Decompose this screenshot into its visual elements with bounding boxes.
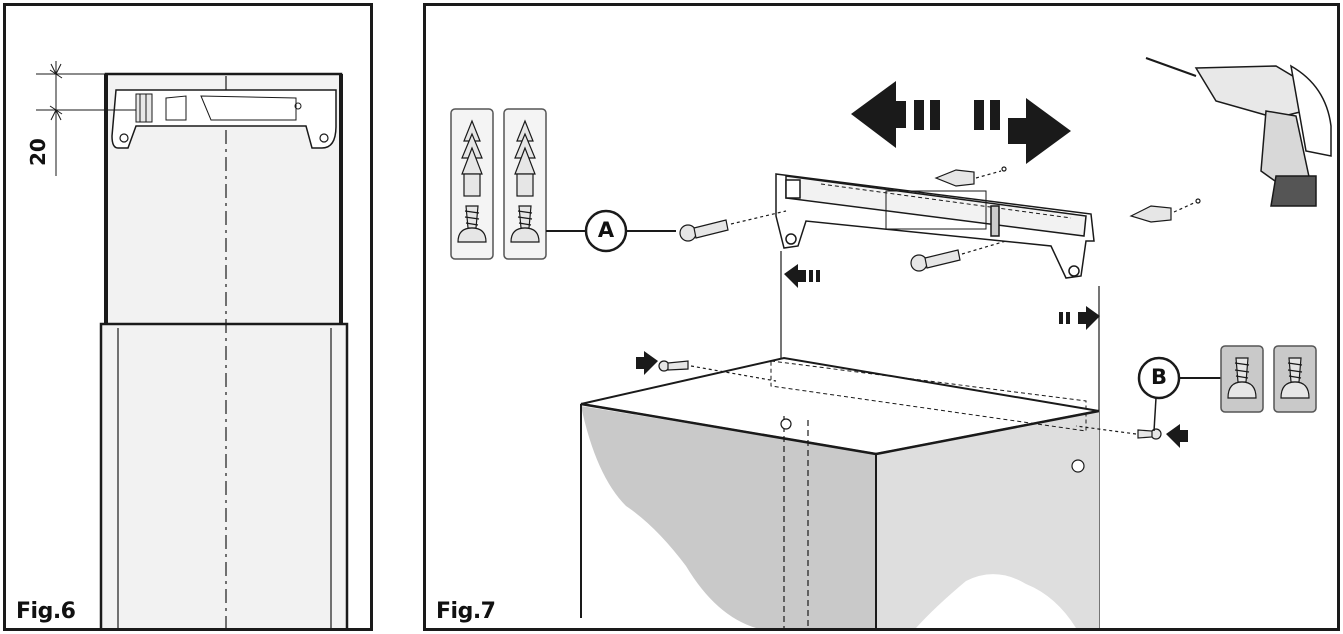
hood-chimney-top [580, 356, 1100, 628]
callout-a-letter: A [597, 218, 615, 242]
slide-direction-arrow [851, 81, 1071, 164]
chimney-bracket [111, 89, 337, 149]
figure-6-label: Fig.6 [16, 599, 76, 624]
callout-b [1137, 356, 1221, 432]
wall-plugs [934, 166, 1201, 223]
wall-mounting-bracket [775, 173, 1095, 279]
figure-6-panel: 20 Fig.6 [3, 3, 373, 631]
dimension-20mm [36, 61, 136, 176]
dimension-label: 20 [26, 138, 50, 166]
figure-7-drawing [450, 57, 1332, 628]
callout-b-letter: B [1150, 365, 1167, 389]
figure-7-panel: A B Fig.7 [423, 3, 1340, 631]
figure-7-label: Fig.7 [436, 599, 496, 624]
figure-6-drawing [36, 61, 349, 628]
hood-fixing-screws [658, 360, 1162, 440]
screw-set-b [1220, 345, 1317, 413]
small-arrows [636, 264, 1188, 448]
power-drill-icon [1145, 57, 1332, 207]
callout-a [546, 209, 676, 253]
wall-plug-and-screw-set-a [450, 108, 547, 260]
wall-plug-icon [461, 119, 536, 197]
lower-chimney-section [99, 322, 349, 628]
screw-icon [457, 205, 540, 243]
mounting-screws [679, 210, 1007, 272]
